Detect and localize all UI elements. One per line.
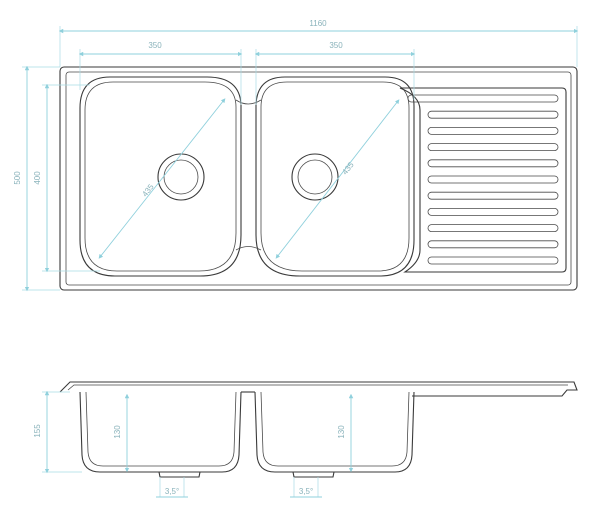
- section-drain-right: [292, 471, 335, 478]
- bowl-left-inner: [84, 81, 237, 272]
- bowl-bridge: [235, 99, 262, 251]
- dim-bowl-right-diagonal: 435: [340, 160, 356, 176]
- bowl-right-inner: [260, 81, 410, 272]
- dim-bowl-right-width: 350: [329, 41, 343, 50]
- dim-slope-left: 3,5°: [165, 487, 179, 496]
- dim-bowl-depth: 400: [33, 171, 42, 185]
- drainboard-rib: [427, 127, 559, 135]
- dim-section-height: 155: [33, 424, 42, 438]
- top-view: [59, 66, 578, 291]
- dim-overall-width: 1160: [309, 19, 327, 28]
- drainboard-rib: [427, 159, 559, 168]
- section-view-dimensions: 155 130 130 3,5° 3,5°: [33, 390, 354, 498]
- section-bowl-right: [254, 391, 415, 473]
- dim-bowl-right-height: 130: [337, 425, 346, 439]
- section-rim: [59, 381, 578, 397]
- sink-outer-outline: [59, 66, 578, 291]
- drainboard-rib: [427, 256, 559, 265]
- dim-bowl-left-diagonal: 435: [140, 182, 156, 198]
- drainboard-rib: [407, 94, 559, 103]
- drain-left-outer: [157, 153, 205, 201]
- drainboard-rib: [427, 110, 559, 119]
- drainboard-rib: [427, 191, 559, 200]
- drainboard-rib: [427, 224, 559, 233]
- dim-slope-right: 3,5°: [299, 487, 313, 496]
- dim-bowl-left-width: 350: [148, 41, 162, 50]
- drainboard-rib: [427, 175, 559, 184]
- drainboard-rib: [427, 143, 559, 152]
- bowl-left-outline: [79, 76, 242, 277]
- section-bowl-left: [79, 391, 242, 473]
- sink-inner-outline: [65, 71, 572, 286]
- section-drain-left: [158, 471, 201, 478]
- dim-overall-depth: 500: [13, 171, 22, 185]
- drainboard-outline: [399, 87, 567, 273]
- drainboard-rib: [427, 240, 559, 249]
- drainboard-ribs: [407, 94, 559, 265]
- drain-right-outer: [291, 153, 339, 201]
- dim-bowl-left-height: 130: [113, 425, 122, 439]
- drain-right-inner: [297, 159, 333, 195]
- top-view-dimensions: 1160 350 350 500 400 435 435: [13, 19, 579, 292]
- section-view: [59, 381, 578, 478]
- drainboard-rib: [427, 207, 559, 216]
- bowl-right-outline: [255, 76, 415, 277]
- drain-left-inner: [163, 159, 199, 195]
